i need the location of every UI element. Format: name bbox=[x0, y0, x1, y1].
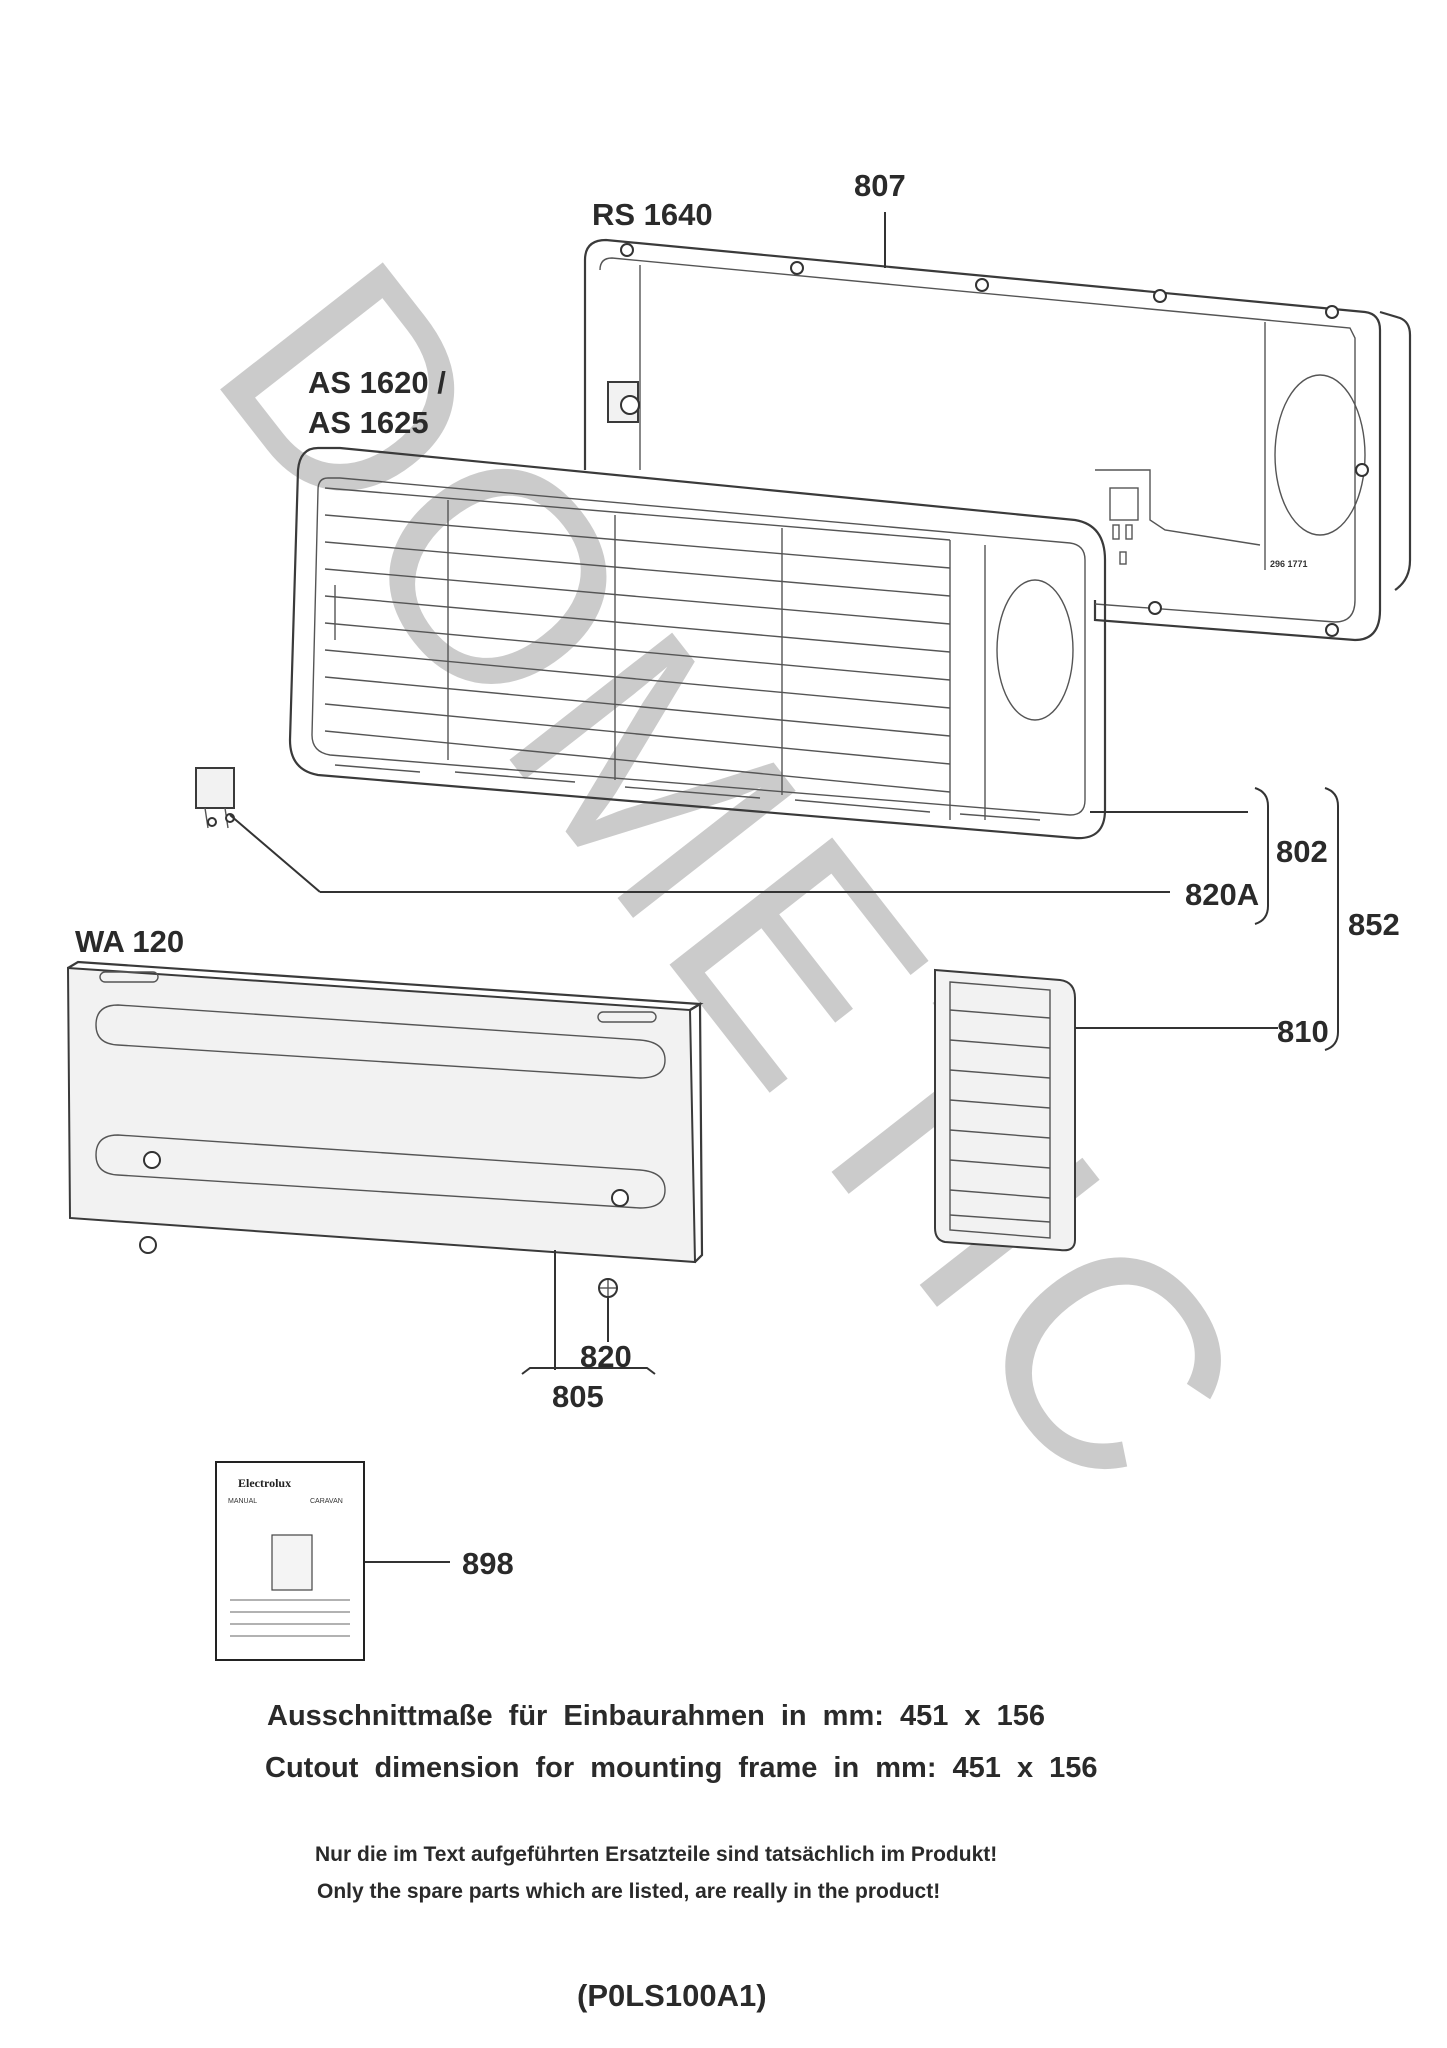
spare-parts-note-english: Only the spare parts which are listed, a… bbox=[317, 1880, 941, 1903]
ventilation-grille-as1620 bbox=[288, 446, 1107, 840]
label-802: 802 bbox=[1276, 834, 1328, 869]
label-as-1620: AS 1620 / bbox=[308, 365, 446, 400]
manual-left-caption: MANUAL bbox=[228, 1498, 257, 1505]
manual-898: Electrolux MANUAL CARAVAN bbox=[215, 1461, 365, 1661]
document-code: (P0LS100A1) bbox=[577, 1978, 767, 2013]
clip-820a bbox=[195, 767, 235, 829]
frame-marking-code: 296 1771 bbox=[1270, 559, 1308, 569]
label-898: 898 bbox=[462, 1546, 514, 1581]
bracket-852 bbox=[1324, 787, 1339, 1051]
grille-slats bbox=[324, 487, 951, 795]
label-810: 810 bbox=[1277, 1014, 1329, 1049]
spare-parts-note-german: Nur die im Text aufgeführten Ersatzteile… bbox=[315, 1843, 998, 1866]
cutout-dimension-english: Cutout dimension for mounting frame in m… bbox=[265, 1752, 1098, 1784]
label-wa-120: WA 120 bbox=[75, 924, 184, 959]
leader-lines bbox=[229, 212, 1278, 1563]
winter-cover-wa120 bbox=[66, 960, 704, 1264]
label-as-1625: AS 1625 bbox=[308, 405, 429, 440]
screw-820 bbox=[598, 1278, 618, 1298]
cutout-dimension-german: Ausschnittmaße für Einbaurahmen in mm: 4… bbox=[267, 1700, 1045, 1732]
bracket-802 bbox=[1254, 787, 1269, 925]
manual-brand: Electrolux bbox=[238, 1476, 291, 1490]
label-807: 807 bbox=[854, 168, 906, 203]
label-820: 820 bbox=[580, 1339, 632, 1374]
mounting-frame-rs1640: 296 1771 bbox=[583, 238, 1412, 642]
label-820a: 820A bbox=[1185, 877, 1259, 912]
label-805: 805 bbox=[552, 1379, 604, 1414]
label-rs-1640: RS 1640 bbox=[592, 197, 713, 232]
label-852: 852 bbox=[1348, 907, 1400, 942]
side-grille-810 bbox=[934, 968, 1076, 1252]
manual-right-caption: CARAVAN bbox=[310, 1498, 343, 1505]
